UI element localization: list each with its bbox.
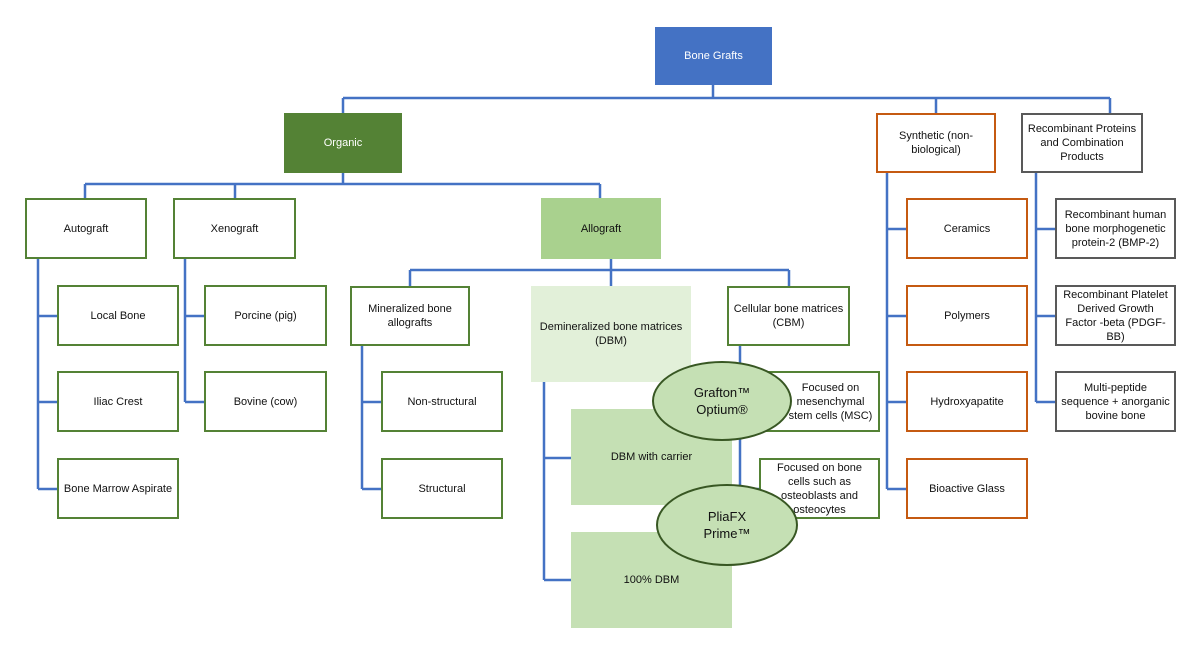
node-pdgf-bb: Recombinant Platelet Derived Growth Fact… — [1055, 285, 1176, 346]
callout-label: PliaFX Prime™ — [703, 509, 751, 541]
node-bioactive-glass: Bioactive Glass — [906, 458, 1028, 519]
node-polymers: Polymers — [906, 285, 1028, 346]
node-porcine: Porcine (pig) — [204, 285, 327, 346]
node-synthetic: Synthetic (non-biological) — [876, 113, 996, 173]
node-non-structural: Non-structural — [381, 371, 503, 432]
node-hydroxyapatite: Hydroxyapatite — [906, 371, 1028, 432]
node-mineralized: Mineralized bone allografts — [350, 286, 470, 346]
connector — [83, 173, 602, 198]
node-organic: Organic — [284, 113, 402, 173]
connector — [341, 85, 1112, 113]
connector — [885, 173, 906, 491]
node-cellular: Cellular bone matrices (CBM) — [727, 286, 850, 346]
node-recombinant: Recombinant Proteins and Combination Pro… — [1021, 113, 1143, 173]
node-autograft: Autograft — [25, 198, 147, 259]
connector — [408, 259, 791, 286]
connector — [1034, 173, 1055, 404]
node-local-bone: Local Bone — [57, 285, 179, 346]
node-bovine: Bovine (cow) — [204, 371, 327, 432]
node-allograft: Allograft — [541, 198, 661, 259]
node-ceramics: Ceramics — [906, 198, 1028, 259]
node-bmp2: Recombinant human bone morphogenetic pro… — [1055, 198, 1176, 259]
node-structural: Structural — [381, 458, 503, 519]
node-xenograft: Xenograft — [173, 198, 296, 259]
callout-label: Grafton™ Optium® — [693, 385, 751, 417]
connector — [542, 382, 571, 582]
node-demineralized: Demineralized bone matrices (DBM) — [531, 286, 691, 382]
connector — [36, 259, 57, 491]
connector — [183, 259, 204, 404]
node-multi-peptide: Multi-peptide sequence + anorganic bovin… — [1055, 371, 1176, 432]
connector — [360, 346, 381, 491]
callout-grafton-optium: Grafton™ Optium® — [652, 361, 792, 441]
node-iliac-crest: Iliac Crest — [57, 371, 179, 432]
node-bone-grafts: Bone Grafts — [655, 27, 772, 85]
callout-pliafx-prime: PliaFX Prime™ — [656, 484, 798, 566]
node-bone-marrow-aspirate: Bone Marrow Aspirate — [57, 458, 179, 519]
